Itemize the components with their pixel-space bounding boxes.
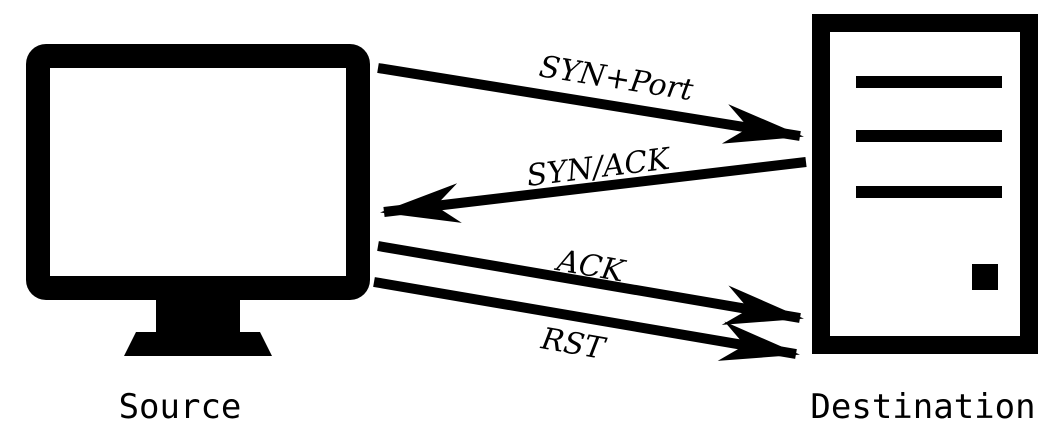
source-label: Source <box>119 387 242 427</box>
destination-label: Destination <box>810 387 1035 427</box>
arrow-ack <box>377 241 804 325</box>
arrow-rst <box>373 277 800 361</box>
server-tower-icon <box>812 14 1038 354</box>
computer-monitor-icon <box>26 44 370 356</box>
label-ack: ACK <box>552 243 629 290</box>
arrow-syn-ack <box>380 157 807 223</box>
arrow-syn-port <box>377 63 804 144</box>
label-rst: RST <box>538 321 609 367</box>
